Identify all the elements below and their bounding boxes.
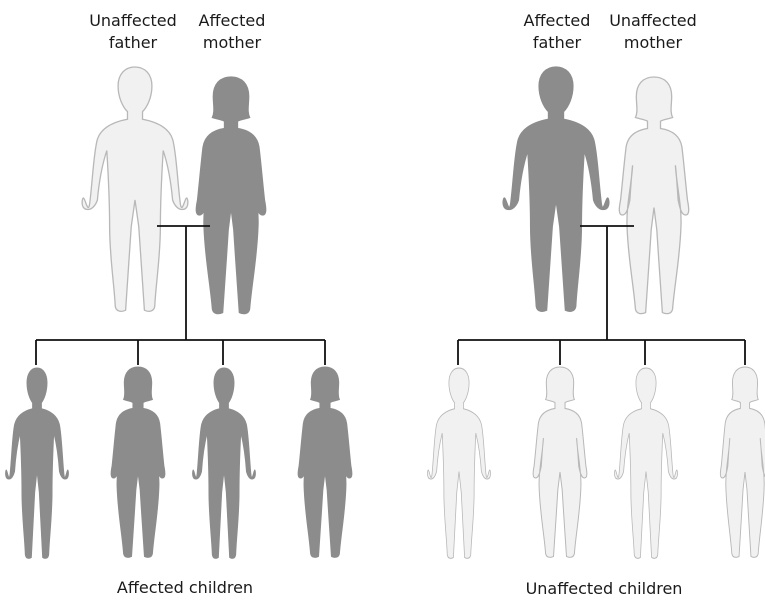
left-father-label: Unaffected father xyxy=(83,10,183,54)
left-child-son-2 xyxy=(193,368,256,558)
right-father-figure xyxy=(503,67,609,311)
left-mother-label: Affected mother xyxy=(182,10,282,54)
right-child-son-1 xyxy=(428,368,491,558)
right-mother-label-line2: mother xyxy=(603,32,703,54)
right-child-daughter-2 xyxy=(720,367,765,557)
left-mother-label-line1: Affected xyxy=(182,10,282,32)
left-father-label-line1: Unaffected xyxy=(83,10,183,32)
right-father-label-line2: father xyxy=(507,32,607,54)
right-child-son-2 xyxy=(615,368,678,558)
left-child-daughter-1 xyxy=(111,367,165,557)
right-child-daughter-1 xyxy=(533,367,587,557)
left-father-figure xyxy=(82,67,188,311)
right-father-label: Affected father xyxy=(507,10,607,54)
right-family xyxy=(428,67,765,558)
left-family xyxy=(6,67,352,558)
right-mother-figure xyxy=(619,77,688,314)
left-mother-figure xyxy=(196,77,265,314)
left-child-son-1 xyxy=(6,368,69,558)
left-child-daughter-2 xyxy=(298,367,352,557)
right-mother-label-line1: Unaffected xyxy=(603,10,703,32)
right-father-label-line1: Affected xyxy=(507,10,607,32)
left-mother-label-line2: mother xyxy=(182,32,282,54)
left-father-label-line2: father xyxy=(83,32,183,54)
left-caption: Affected children xyxy=(55,577,315,599)
right-mother-label: Unaffected mother xyxy=(603,10,703,54)
